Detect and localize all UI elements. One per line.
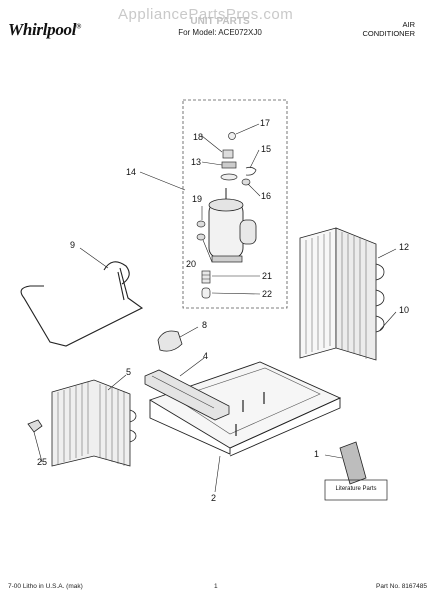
- literature-box: [324, 479, 388, 501]
- callout-17: 17: [260, 118, 271, 128]
- callout-19: 19: [192, 194, 203, 204]
- whirlpool-logo: Whirlpool®: [8, 20, 82, 39]
- callout-25: 25: [37, 457, 48, 467]
- part-15-wire-clip: [245, 166, 257, 176]
- footer-litho: 7-00 Litho in U.S.A. (mak): [8, 583, 83, 590]
- callout-20: 20: [186, 259, 197, 269]
- part-13-bracket: [220, 161, 238, 181]
- callout-14: 14: [126, 167, 137, 177]
- callout-16: 16: [261, 191, 272, 201]
- part-8-bracket: [157, 330, 183, 352]
- product-type: AIR CONDITIONER: [345, 20, 416, 38]
- part-16-grommet: [241, 178, 251, 186]
- part-21-spring: [201, 270, 211, 284]
- callout-18: 18: [193, 132, 204, 142]
- part-18-fitting: [222, 132, 236, 159]
- callout-1: 1: [314, 449, 320, 459]
- part-1-literature: [339, 441, 367, 485]
- callout-2: 2: [211, 493, 217, 503]
- callout-21: 21: [262, 271, 273, 281]
- part-5-condenser-coil: [51, 379, 137, 467]
- part-25-clip: [27, 419, 43, 433]
- part-9-tubing: [20, 261, 144, 347]
- model-line: For Model: ACE072XJ0: [178, 28, 262, 37]
- product-line-1: AIR: [402, 20, 415, 29]
- part-4-tray: [144, 369, 230, 421]
- compressor: [208, 188, 257, 263]
- callout-8: 8: [202, 320, 208, 330]
- part-19-grommet: [196, 220, 206, 228]
- footer-page-number: 1: [214, 583, 218, 590]
- leader-lines: [33, 123, 397, 493]
- part-12-evaporator-coil: [299, 227, 385, 361]
- part-20-mount: [196, 233, 206, 241]
- callout-15: 15: [261, 144, 272, 154]
- watermark: AppliancePartsPros.com: [118, 6, 294, 23]
- callout-12: 12: [399, 242, 410, 252]
- callout-4: 4: [203, 351, 209, 361]
- literature-label: Literature Parts: [335, 486, 377, 492]
- callout-10: 10: [399, 305, 410, 315]
- callout-5: 5: [126, 367, 132, 377]
- callout-9: 9: [70, 240, 76, 250]
- callout-13: 13: [191, 157, 202, 167]
- part-2-base-pan: [148, 361, 342, 457]
- callout-22: 22: [262, 289, 273, 299]
- page-title: UNIT PARTS: [190, 16, 250, 27]
- footer-part-number: Part No. 8167485: [376, 583, 427, 590]
- part-22-sleeve: [201, 287, 211, 299]
- compressor-group-box: [182, 99, 288, 309]
- product-line-2: CONDITIONER: [362, 29, 416, 38]
